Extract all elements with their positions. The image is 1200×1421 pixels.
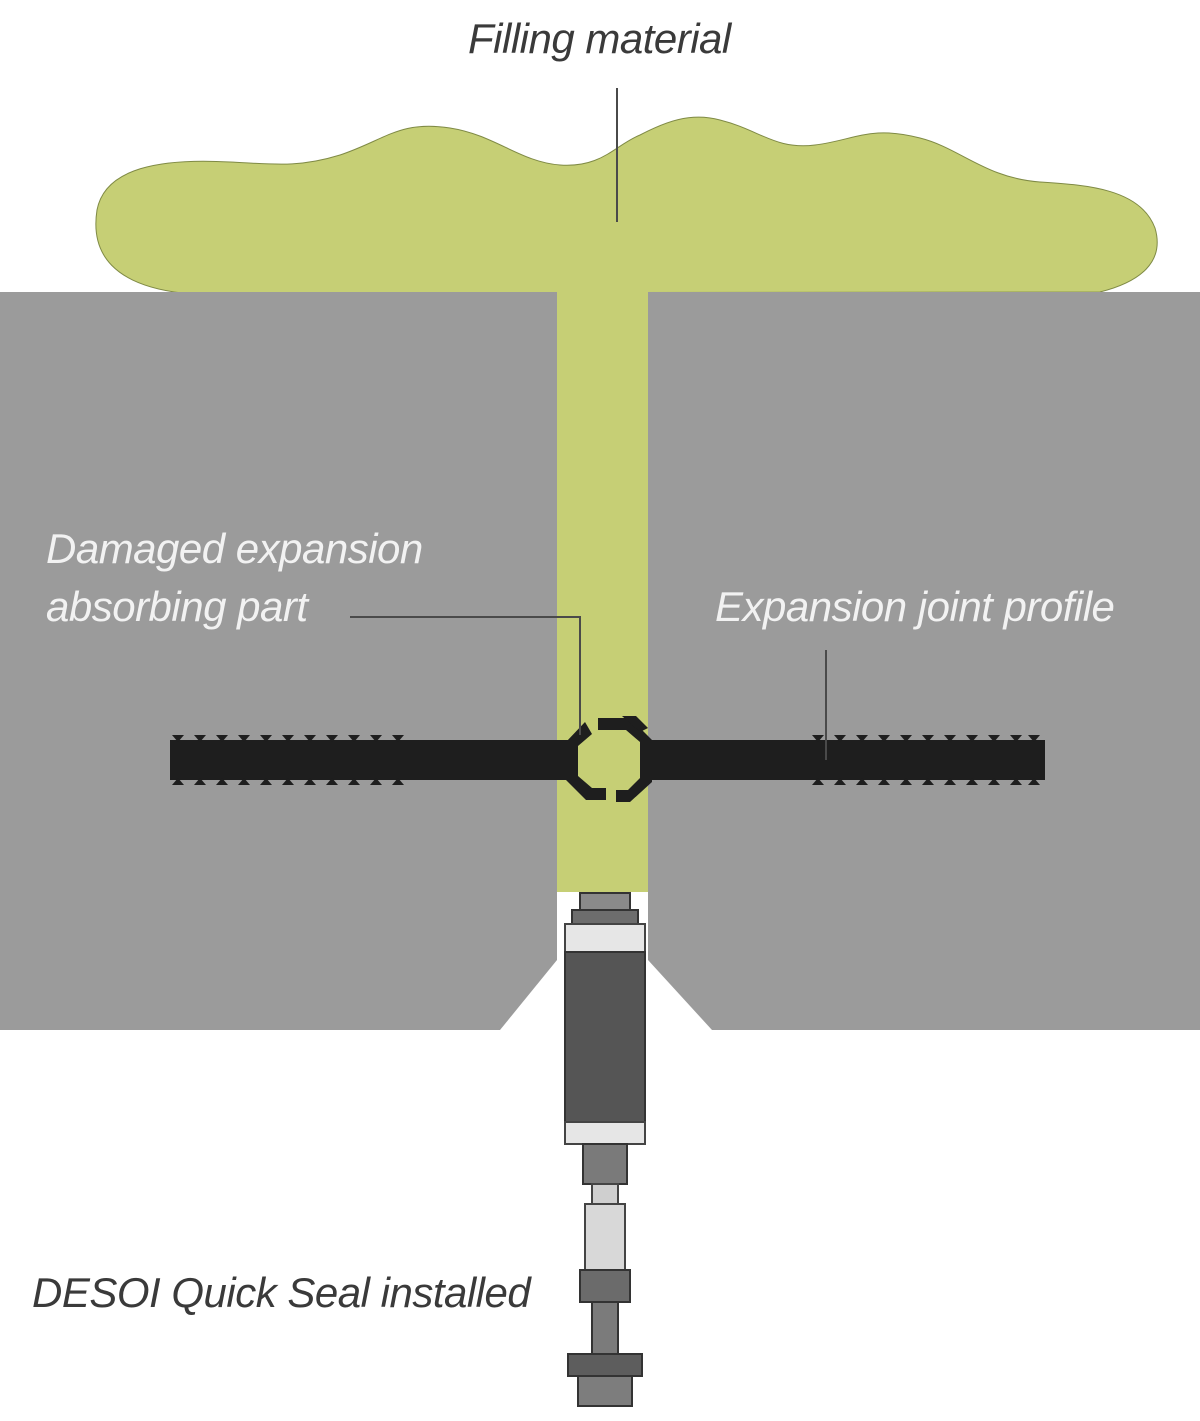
concrete-block-left — [0, 292, 557, 1030]
leader-damaged-part — [350, 616, 581, 735]
damaged-part-label-line1: Damaged expansion — [46, 525, 423, 572]
filling-material-gap — [557, 292, 648, 892]
damaged-absorbing-part — [566, 716, 652, 802]
quick-seal-device — [564, 892, 646, 1407]
filling-material-label: Filling material — [468, 15, 731, 62]
filling-material-top — [95, 116, 1158, 294]
expansion-joint-profile-label: Expansion joint profile — [715, 583, 1115, 630]
damaged-part-label-line2: absorbing part — [46, 583, 308, 630]
expansion-joint-profile — [170, 735, 1045, 785]
damaged-part-label: Damaged expansion absorbing part — [46, 520, 423, 636]
quick-seal-label: DESOI Quick Seal installed — [32, 1269, 531, 1316]
concrete-block-right — [648, 292, 1200, 1030]
